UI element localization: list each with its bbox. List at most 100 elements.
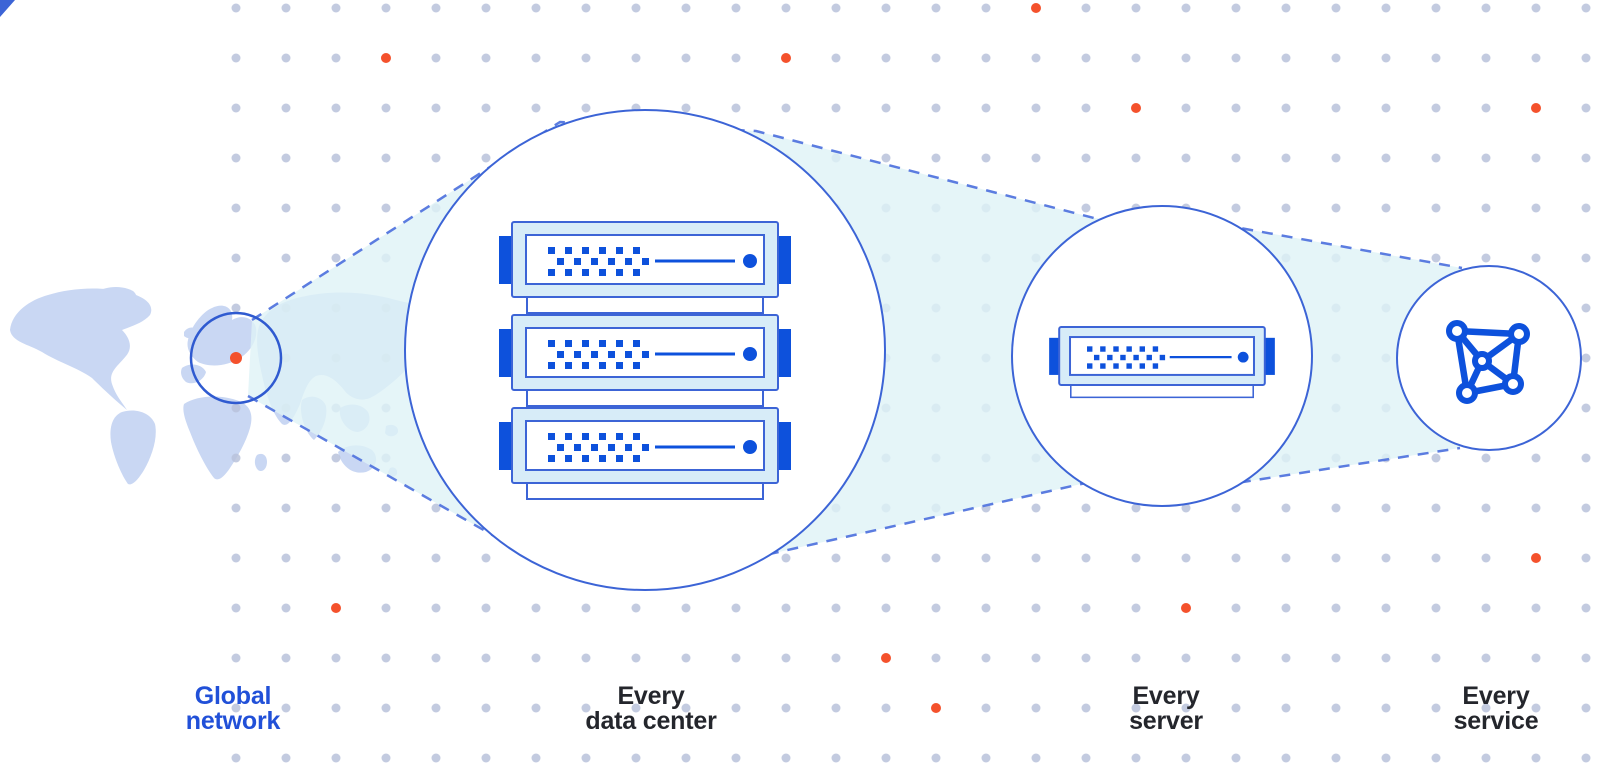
grid-dot (481, 103, 491, 113)
grid-dot (731, 753, 741, 763)
server-power-dot (1237, 351, 1249, 363)
grid-dot (1031, 153, 1041, 163)
grid-dot (931, 553, 941, 563)
server-tab-left (499, 422, 513, 470)
grid-dot (431, 3, 441, 13)
server-led-pixel (591, 444, 598, 451)
grid-dot (1281, 553, 1291, 563)
grid-dot (1481, 703, 1491, 713)
server-led-pixel (633, 340, 640, 347)
server-led-pixel (1120, 354, 1126, 361)
server-pedestal (526, 482, 764, 500)
grid-dot (1131, 3, 1141, 13)
grid-dot (781, 603, 791, 613)
grid-dot (1331, 753, 1341, 763)
grid-dot (531, 53, 541, 63)
orange-dot (1131, 103, 1141, 113)
grid-dot (681, 653, 691, 663)
orange-dot (1531, 553, 1541, 563)
grid-dot (781, 103, 791, 113)
server-led-pixel (565, 340, 572, 347)
grid-dot (881, 603, 891, 613)
server-led-pixel (1152, 363, 1159, 369)
grid-dot (1531, 603, 1541, 613)
grid-dot (1481, 653, 1491, 663)
grid-dot (1231, 553, 1241, 563)
grid-dot (1481, 103, 1491, 113)
grid-dot (1331, 203, 1341, 213)
grid-dot (1331, 553, 1341, 563)
server-led-pixel (1152, 346, 1159, 352)
grid-dot (981, 553, 991, 563)
grid-dot (731, 653, 741, 663)
grid-dot (1331, 153, 1341, 163)
grid-dot (1081, 503, 1091, 513)
server-led-pixel (616, 433, 623, 440)
grid-dot (1431, 103, 1441, 113)
continent-europe (187, 305, 257, 366)
grid-dot (281, 703, 291, 713)
grid-dot (781, 3, 791, 13)
grid-dot (1581, 453, 1591, 463)
grid-dot (281, 103, 291, 113)
grid-dot (1531, 3, 1541, 13)
grid-dot (331, 153, 341, 163)
grid-dot (1381, 753, 1391, 763)
server-led-pixel (548, 340, 555, 347)
server-led-pixel (582, 247, 589, 254)
grid-dot (1081, 703, 1091, 713)
grid-dot (231, 453, 241, 463)
network-node (1456, 382, 1478, 404)
server-led-pixel (1107, 354, 1113, 361)
server-led-pixel (574, 351, 581, 358)
grid-dot (431, 703, 441, 713)
grid-dot (281, 453, 291, 463)
server-tab-left (1049, 337, 1060, 375)
grid-dot (1531, 753, 1541, 763)
grid-dot (1281, 503, 1291, 513)
grid-dot (1581, 53, 1591, 63)
grid-dot (631, 3, 641, 13)
grid-dot (1481, 453, 1491, 463)
island-greenland (93, 287, 138, 314)
grid-dot (1381, 3, 1391, 13)
grid-dot (1231, 753, 1241, 763)
server-led-pixel (633, 455, 640, 462)
grid-dot (831, 603, 841, 613)
orange-dot (331, 603, 341, 613)
server-led-pixel (599, 433, 606, 440)
grid-dot (531, 103, 541, 113)
grid-dot (981, 603, 991, 613)
grid-dot (1581, 653, 1591, 663)
grid-dot (981, 3, 991, 13)
grid-dot (1181, 653, 1191, 663)
server-power-dot (743, 347, 757, 361)
grid-dot (1431, 653, 1441, 663)
grid-dot (1581, 553, 1591, 563)
grid-dot (1031, 503, 1041, 513)
grid-dot (1081, 3, 1091, 13)
grid-dot (1531, 153, 1541, 163)
grid-dot (381, 653, 391, 663)
grid-dot (731, 3, 741, 13)
grid-dot (1431, 753, 1441, 763)
grid-dot (381, 603, 391, 613)
grid-dot (1131, 153, 1141, 163)
grid-dot (231, 603, 241, 613)
grid-dot (1581, 303, 1591, 313)
grid-dot (331, 703, 341, 713)
grid-dot (1081, 653, 1091, 663)
grid-dot (1381, 653, 1391, 663)
server-led-pixel (625, 351, 632, 358)
server-led-pixel (574, 258, 581, 265)
grid-dot (1581, 603, 1591, 613)
grid-dot (231, 253, 241, 263)
grid-dot (581, 53, 591, 63)
grid-dot (1581, 503, 1591, 513)
grid-dot (1181, 153, 1191, 163)
server-led-pixel (591, 258, 598, 265)
grid-dot (1181, 53, 1191, 63)
server-unit (1049, 326, 1275, 399)
server-led-pixel (1159, 354, 1166, 361)
